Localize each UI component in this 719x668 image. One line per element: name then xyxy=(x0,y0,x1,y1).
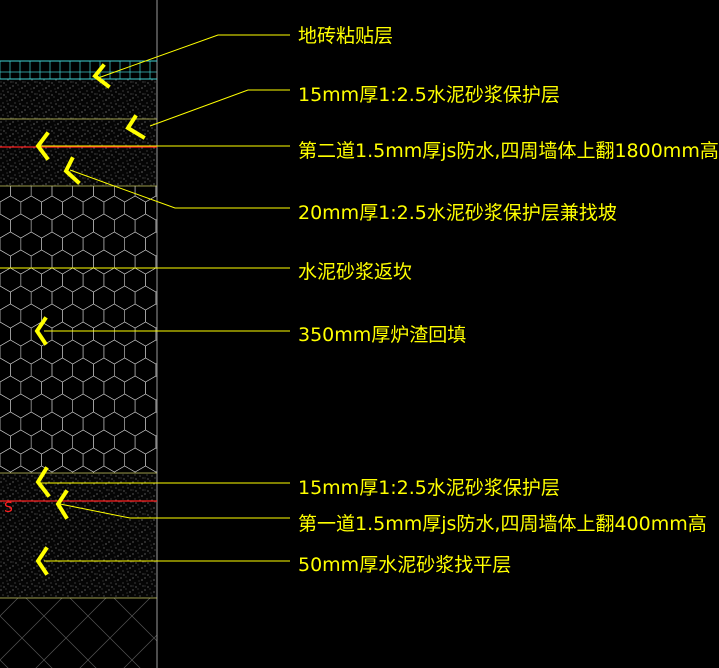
hex-cell xyxy=(166,448,187,472)
leveling-layer xyxy=(0,501,157,598)
section-mark: S xyxy=(4,500,13,516)
hex-cell xyxy=(30,465,53,473)
chevron-slope-icon xyxy=(63,156,81,185)
protect-bottom-layer xyxy=(0,473,157,501)
chevron-leveling-icon xyxy=(35,546,49,576)
leader-protect-top xyxy=(149,89,290,127)
hex-cell xyxy=(166,232,187,256)
base-layer xyxy=(0,598,157,668)
leader-tile xyxy=(97,34,290,79)
tile-layer xyxy=(0,61,157,79)
leader-protect-slope xyxy=(69,169,290,209)
hex-cell xyxy=(155,363,157,377)
label-slag-fill: 350mm厚炉渣回填 xyxy=(298,324,467,346)
leader-waterproof-1 xyxy=(59,503,290,519)
chevron-waterproof-2-icon xyxy=(35,131,50,161)
hex-cell xyxy=(166,304,187,328)
hex-pattern xyxy=(0,186,187,473)
hex-cell xyxy=(155,255,157,269)
hex-cell xyxy=(134,465,157,473)
hex-cell xyxy=(155,327,157,341)
hex-cell xyxy=(114,465,136,473)
top-mortar-layer xyxy=(0,79,157,119)
chevron-protect-bottom-icon xyxy=(35,466,51,498)
section-strip: S xyxy=(0,0,187,668)
label-tile: 地砖粘贴层 xyxy=(298,25,394,47)
label-protect-bottom: 15mm厚1:2.5水泥砂浆保护层 xyxy=(298,477,560,499)
hex-cell xyxy=(155,471,157,473)
label-waterproof-1: 第一道1.5mm厚js防水,四周墙体上翻400mm高 xyxy=(298,513,707,535)
slope-layer xyxy=(0,147,157,186)
hex-cell xyxy=(155,291,157,305)
chevron-waterproof-1-icon xyxy=(55,489,69,520)
hex-cell xyxy=(155,399,157,413)
chevron-protect-top-icon xyxy=(125,114,146,140)
hex-cell xyxy=(166,268,187,292)
hex-cell xyxy=(155,435,157,449)
label-protect-top: 15mm厚1:2.5水泥砂浆保护层 xyxy=(298,84,560,106)
slag-fill-layer xyxy=(0,186,157,473)
hex-cell xyxy=(166,376,187,400)
label-leveling: 50mm厚水泥砂浆找平层 xyxy=(298,554,512,576)
hex-cell xyxy=(155,186,157,197)
hex-cell xyxy=(166,412,187,436)
label-protect-slope: 20mm厚1:2.5水泥砂浆保护层兼找坡 xyxy=(298,202,617,224)
chevron-tile-icon xyxy=(92,63,111,89)
hex-cell xyxy=(51,465,73,473)
hex-cell xyxy=(93,465,115,473)
label-waterproof-2: 第二道1.5mm厚js防水,四周墙体上翻1800mm高 xyxy=(298,140,719,162)
hex-cell xyxy=(72,465,94,473)
chevron-slag-icon xyxy=(34,316,48,346)
floor-section-drawing: S xyxy=(0,0,290,668)
label-mortar-return: 水泥砂浆返坎 xyxy=(298,261,413,283)
leader-lines xyxy=(0,34,290,562)
hex-cell xyxy=(10,465,32,473)
hex-cell xyxy=(166,340,187,364)
chevrons xyxy=(34,63,146,576)
hex-cell xyxy=(155,219,157,233)
